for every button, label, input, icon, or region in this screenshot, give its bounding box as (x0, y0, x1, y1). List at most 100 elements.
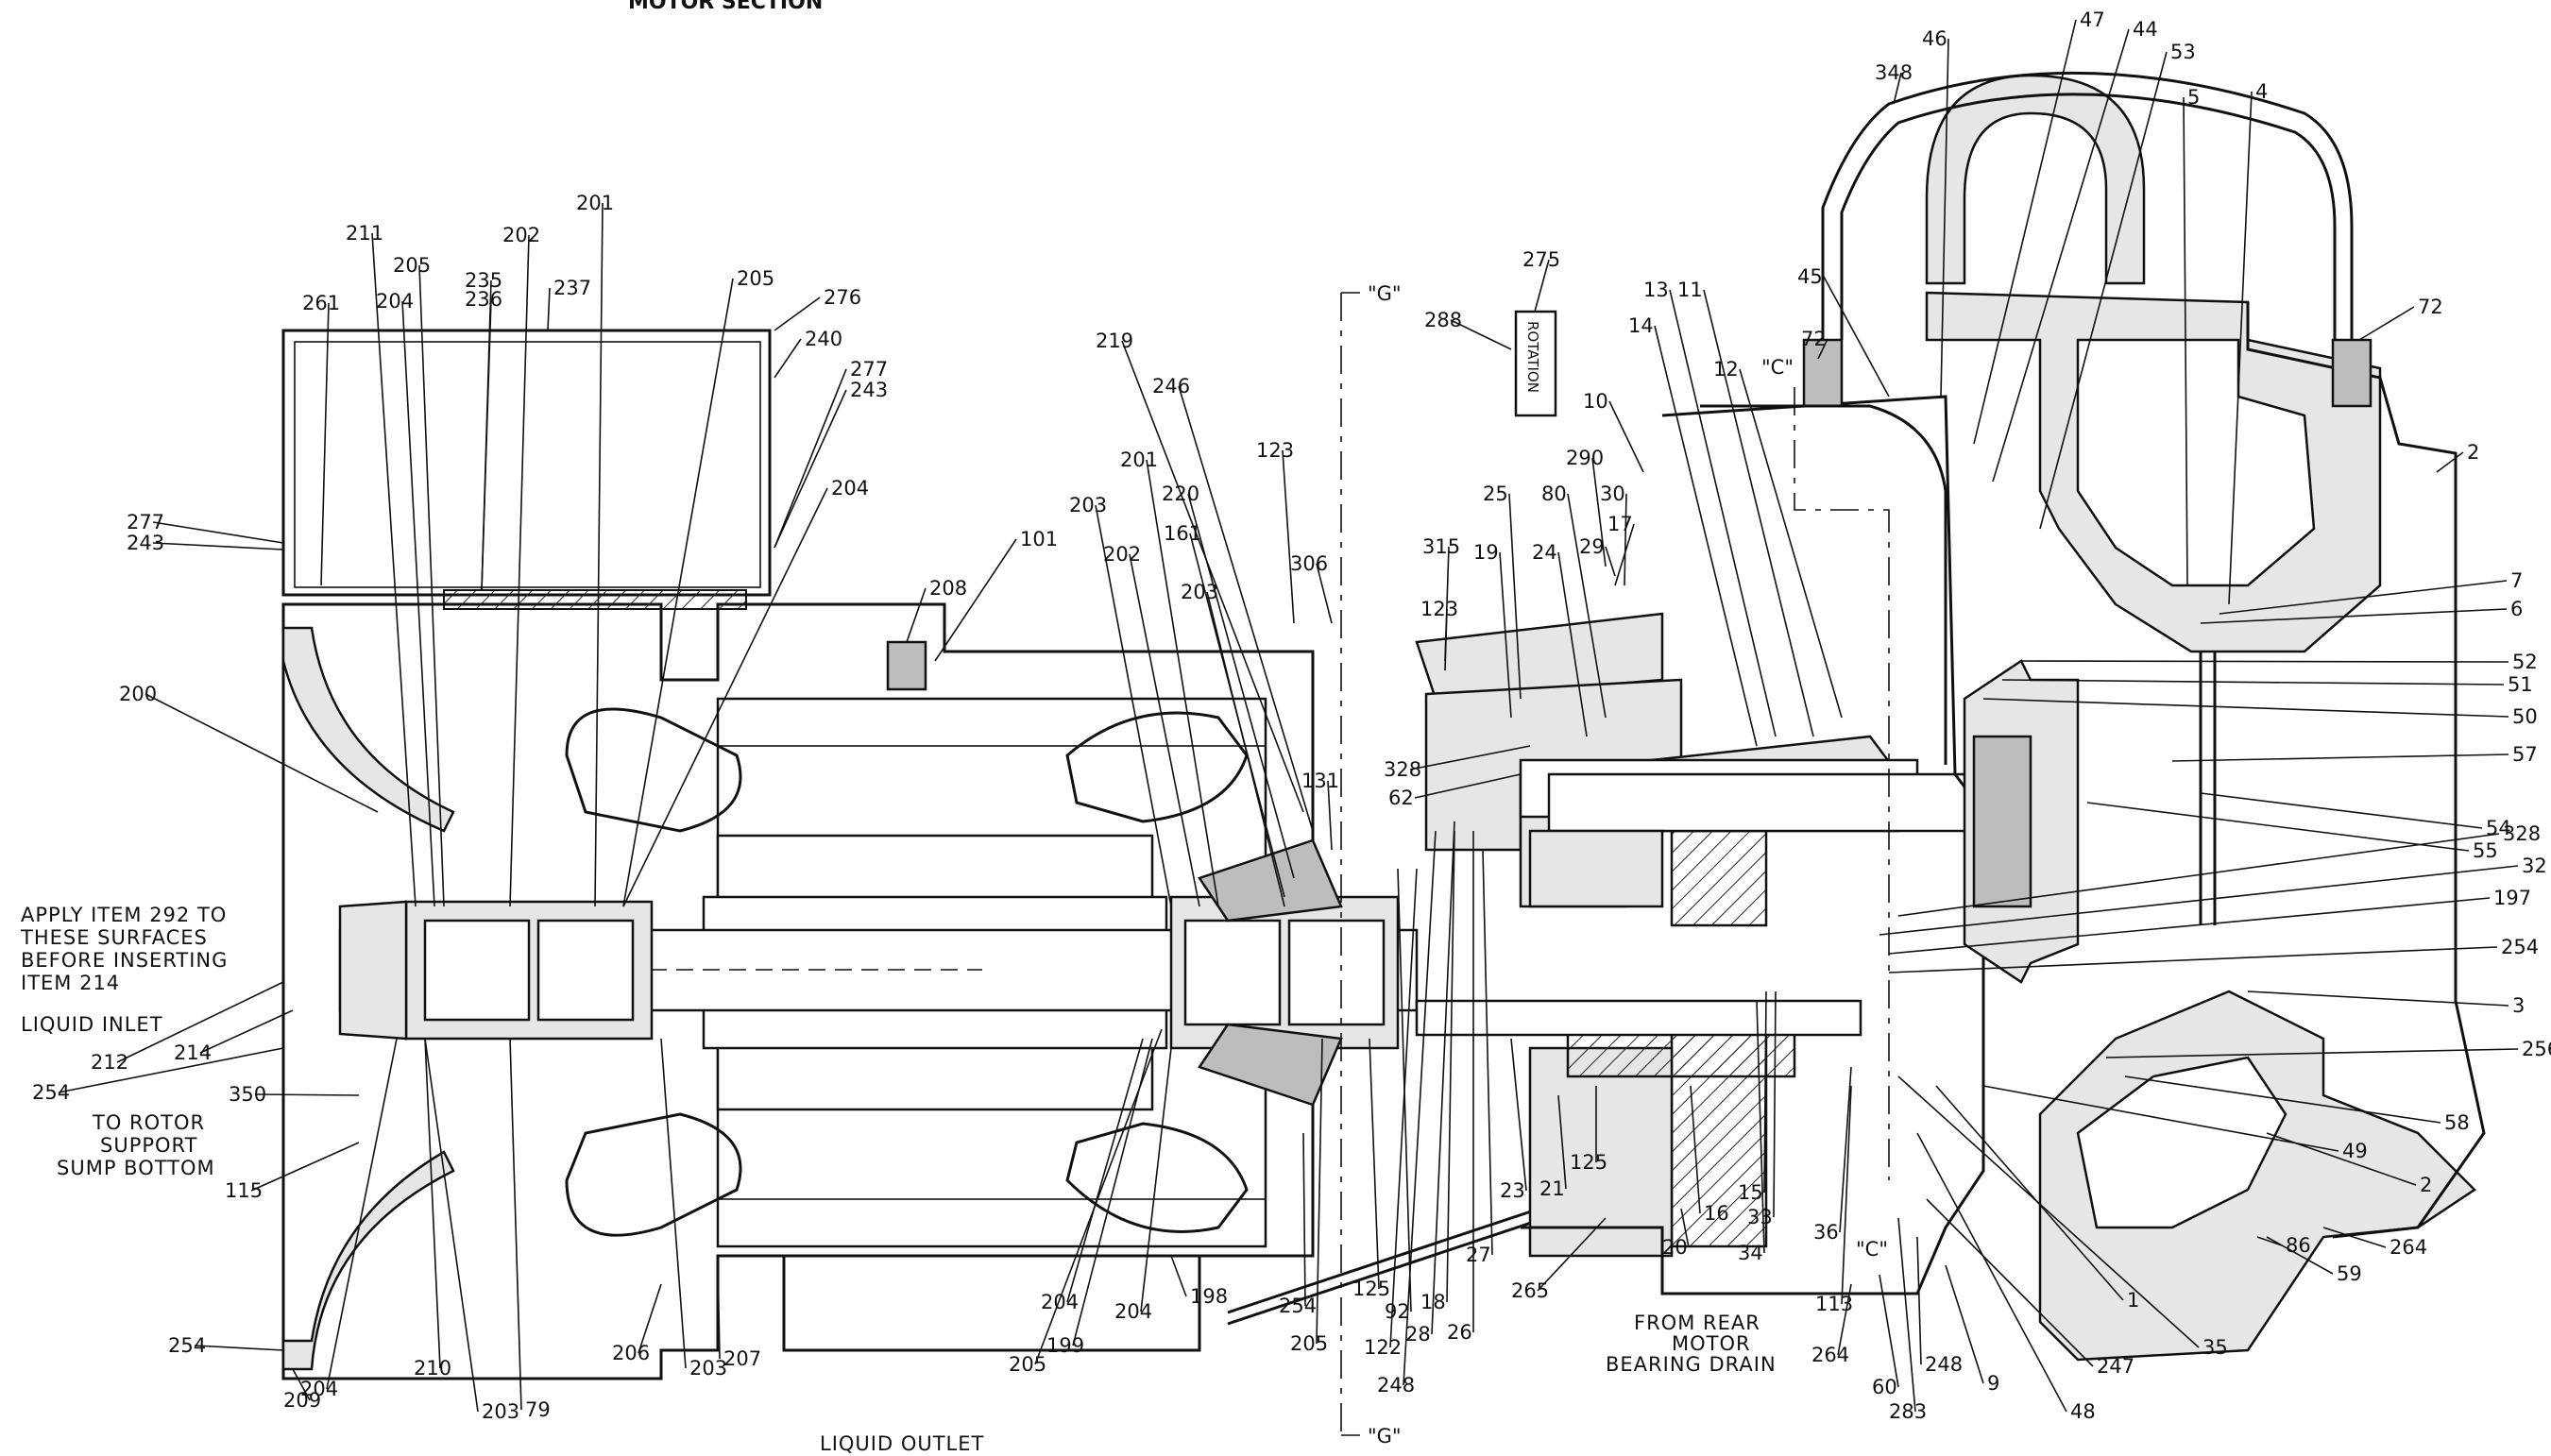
callout-59: 59 (2337, 1262, 2362, 1285)
callout-92: 92 (1385, 1300, 1410, 1323)
callout-leader-214 (199, 1009, 294, 1054)
callout-283: 283 (1889, 1400, 1927, 1423)
callout-leader-48 (1916, 1132, 2067, 1413)
callout-328: 328 (1384, 758, 1421, 781)
callout-leader-205 (1316, 1038, 1323, 1345)
callout-leader-54 (2200, 792, 2483, 829)
callout-leader-34 (1756, 1000, 1765, 1254)
stator-bottom-band (717, 1198, 1267, 1247)
callout-5: 5 (2187, 86, 2200, 109)
note-liquid-inlet: LIQUID INLET (21, 1013, 163, 1036)
callout-13: 13 (1643, 279, 1669, 301)
callout-leader-10 (1608, 400, 1644, 473)
callout-leader-3 (2247, 990, 2509, 1007)
callout-leader-248 (1916, 1236, 1922, 1365)
callout-1: 1 (2127, 1289, 2139, 1312)
filter-screen (443, 589, 747, 610)
callout-leader-288 (1450, 319, 1512, 350)
callout-204: 204 (831, 477, 869, 499)
callout-leader-275 (1534, 259, 1550, 313)
callout-leader-205 (1034, 1028, 1163, 1365)
callout-leader-240 (774, 338, 802, 379)
callout-leader-254 (194, 1345, 284, 1351)
callout-86: 86 (2286, 1234, 2311, 1257)
callout-248: 248 (1377, 1374, 1415, 1397)
volute-chamber-lower (2076, 1056, 2287, 1229)
callout-20: 20 (1662, 1236, 1688, 1259)
section-label-c-top: "C" (1761, 356, 1794, 379)
gear-bearing-lower (1528, 1046, 1674, 1258)
motor-drawing: ROTATION (281, 71, 2486, 1436)
callout-leader-209 (292, 1368, 311, 1401)
callout-leader-17 (1614, 523, 1635, 586)
callout-leader-47 (1973, 19, 2077, 445)
callout-28: 28 (1405, 1323, 1431, 1346)
callout-131: 131 (1301, 770, 1339, 792)
callout-leader-123 (1444, 608, 1448, 671)
callout-leader-205 (622, 278, 734, 907)
callout-247: 247 (2097, 1355, 2134, 1378)
callout-24: 24 (1532, 541, 1557, 564)
fitting-208 (886, 640, 927, 691)
callout-leader-113 (1841, 1085, 1852, 1305)
callout-leader-202 (509, 234, 530, 907)
callout-leader-49 (1982, 1085, 2339, 1152)
callout-leader-247 (1926, 1198, 2094, 1367)
callout-leader-290 (1591, 457, 1607, 567)
callout-leader-328 (1409, 745, 1531, 770)
callout-leader-161 (1189, 533, 1285, 898)
callout-leader-276 (774, 296, 821, 331)
callout-204: 204 (1114, 1300, 1152, 1323)
liquid-outlet-box (782, 1254, 1201, 1352)
callout-leader-261 (320, 302, 330, 586)
callout-leader-7 (2219, 580, 2508, 615)
callout-leader-57 (2171, 753, 2509, 762)
callout-leader-14 (1654, 325, 1758, 747)
callout-leader-20 (1680, 1208, 1690, 1248)
note-sump-line-3: SUMP BOTTOM (57, 1157, 215, 1179)
callout-leader-204 (1066, 1038, 1144, 1303)
callout-204: 204 (1041, 1291, 1079, 1313)
callout-leader-200 (145, 693, 379, 813)
callout-leader-283 (1897, 1217, 1916, 1413)
callout-7: 7 (2510, 569, 2523, 592)
callout-leader-328 (1897, 833, 2500, 917)
callout-72: 72 (2418, 296, 2443, 318)
callout-237: 237 (553, 277, 591, 299)
callout-34: 34 (1738, 1242, 1763, 1264)
callout-leader-201 (594, 202, 604, 907)
callout-leader-101 (934, 538, 1017, 662)
callout-leader-30 (1624, 493, 1627, 586)
callout-leader-28 (1431, 821, 1455, 1335)
callout-275: 275 (1522, 248, 1560, 271)
callout-19: 19 (1473, 541, 1499, 564)
callout-328: 328 (2503, 822, 2541, 845)
callout-leader-23 (1510, 1038, 1527, 1192)
section-line-c (1794, 387, 1890, 1180)
rotation-tag-box (1514, 310, 1557, 417)
callout-14: 14 (1628, 314, 1654, 337)
callout-264: 264 (1811, 1344, 1849, 1366)
cover-box (281, 329, 772, 597)
winding-front-upper (565, 707, 742, 833)
callout-leader-24 (1557, 551, 1588, 737)
callout-leader-264 (2322, 1227, 2387, 1248)
note-apply-line-3: BEFORE INSERTING (21, 949, 228, 972)
callout-leader-205 (418, 264, 445, 907)
callout-leader-198 (1170, 1255, 1187, 1297)
callout-leader-254 (58, 1047, 284, 1093)
callout-leader-21 (1557, 1094, 1567, 1190)
callout-leader-237 (547, 287, 551, 331)
callout-205: 205 (1290, 1332, 1328, 1355)
callout-198: 198 (1190, 1285, 1228, 1308)
callout-leader-1 (1935, 1085, 2124, 1301)
callout-125: 125 (1352, 1278, 1390, 1300)
rear-bearing (1183, 919, 1282, 1026)
callout-264: 264 (2389, 1236, 2427, 1259)
winding-rear-lower (1065, 1122, 1249, 1233)
callout-leader-53 (2039, 51, 2168, 530)
gear-case-outline (1521, 395, 1985, 1295)
front-end-bell-lower (281, 1150, 455, 1371)
callout-leader-248 (1403, 830, 1437, 1386)
